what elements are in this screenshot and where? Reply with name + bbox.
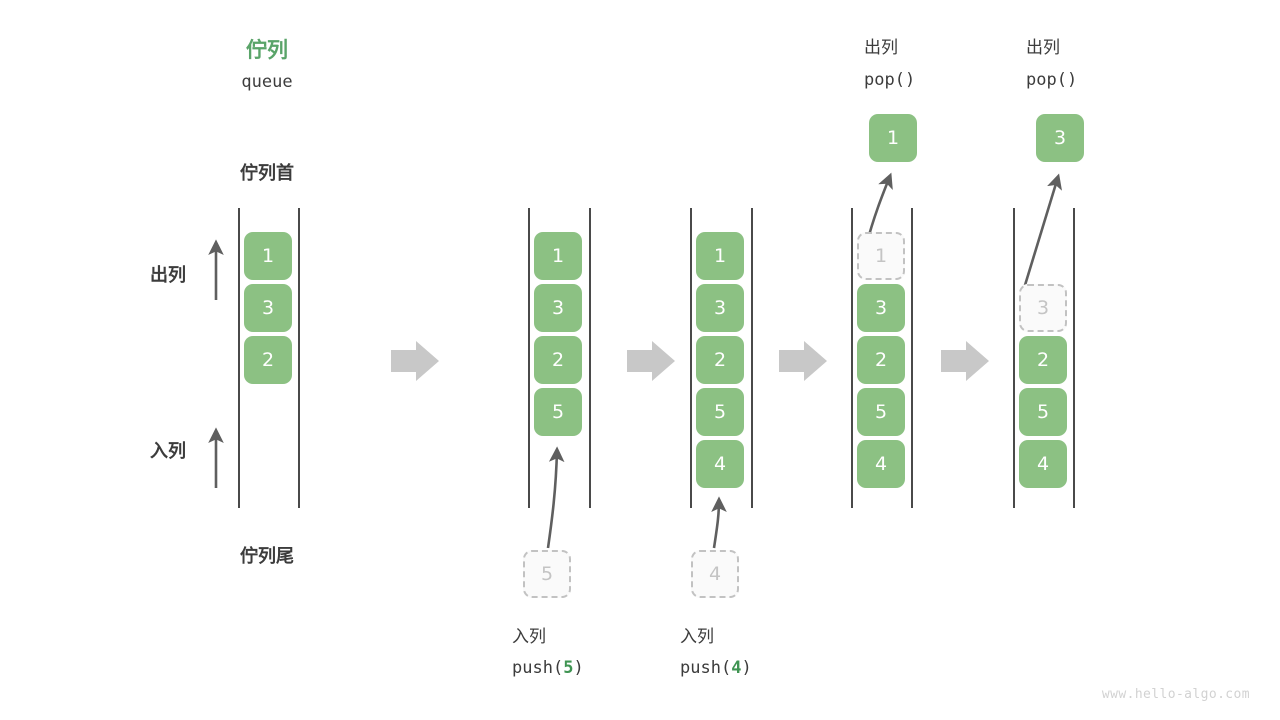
rail-left <box>690 208 692 508</box>
push-4-code-prefix: push( <box>680 658 732 678</box>
queue-cell: 5 <box>1019 388 1067 436</box>
push-4-code-arg: 4 <box>731 658 742 678</box>
pop-1-label-code: pop() <box>864 70 916 90</box>
queue-cell: 1 <box>244 232 292 280</box>
rail-right <box>589 208 591 508</box>
page-title-cn: 佇列 <box>246 38 288 62</box>
enqueue-label: 入列 <box>150 441 186 462</box>
push-5-code-prefix: push( <box>512 658 564 678</box>
watermark: www.hello-algo.com <box>1101 687 1250 702</box>
queue-cell-ghost: 3 <box>1019 284 1067 332</box>
queue-cell: 4 <box>696 440 744 488</box>
popped-value-box: 1 <box>869 114 917 162</box>
push-4-label-code: push(4) <box>680 658 752 678</box>
push-4-arrow <box>711 496 727 549</box>
pop-3-label-code: pop() <box>1026 70 1078 90</box>
rail-left <box>1013 208 1015 508</box>
queue-cell: 5 <box>696 388 744 436</box>
queue-cell-ghost: 1 <box>857 232 905 280</box>
popped-value-box: 3 <box>1036 114 1084 162</box>
flow-arrow-4 <box>941 341 989 381</box>
queue-cell: 2 <box>534 336 582 384</box>
queue-cell: 2 <box>857 336 905 384</box>
pop-1-label-cn: 出列 <box>864 38 898 58</box>
queue-cell: 4 <box>1019 440 1067 488</box>
queue-head-label: 佇列首 <box>240 163 294 184</box>
push-4-label-cn: 入列 <box>680 627 714 647</box>
queue-cell: 3 <box>696 284 744 332</box>
queue-cell: 3 <box>534 284 582 332</box>
queue-cell: 3 <box>857 284 905 332</box>
push-5-code-suffix: ) <box>573 658 584 678</box>
queue-cell: 1 <box>534 232 582 280</box>
rail-left <box>851 208 853 508</box>
page-title-en: queue <box>241 72 293 92</box>
rail-right <box>751 208 753 508</box>
queue-cell: 3 <box>244 284 292 332</box>
queue-cell: 5 <box>857 388 905 436</box>
rail-left <box>528 208 530 508</box>
push-5-label-code: push(5) <box>512 658 584 678</box>
rail-right <box>1073 208 1075 508</box>
dequeue-label: 出列 <box>150 265 186 286</box>
rail-right <box>911 208 913 508</box>
pop-3-arrow <box>1020 173 1062 296</box>
push-5-arrow <box>546 446 565 549</box>
pending-input-box: 4 <box>691 550 739 598</box>
push-5-code-arg: 5 <box>563 658 574 678</box>
queue-cell: 2 <box>244 336 292 384</box>
queue-tail-label: 佇列尾 <box>240 546 294 567</box>
queue-cell: 2 <box>1019 336 1067 384</box>
push-4-code-suffix: ) <box>741 658 752 678</box>
queue-cell: 4 <box>857 440 905 488</box>
rail-left <box>238 208 240 508</box>
pending-input-box: 5 <box>523 550 571 598</box>
rail-right <box>298 208 300 508</box>
queue-cell: 2 <box>696 336 744 384</box>
flow-arrow-3 <box>779 341 827 381</box>
queue-cell: 1 <box>696 232 744 280</box>
pop-3-label-cn: 出列 <box>1026 38 1060 58</box>
flow-arrow-1 <box>391 341 439 381</box>
flow-arrow-2 <box>627 341 675 381</box>
push-5-label-cn: 入列 <box>512 627 546 647</box>
queue-cell: 5 <box>534 388 582 436</box>
